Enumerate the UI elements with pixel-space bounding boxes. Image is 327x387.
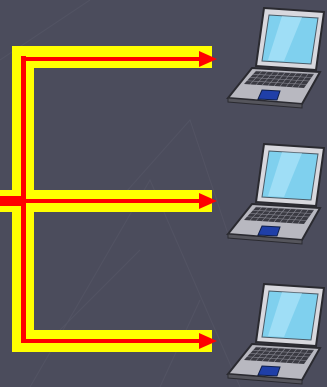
network-diagram	[0, 0, 327, 387]
diagram-canvas	[0, 0, 327, 387]
